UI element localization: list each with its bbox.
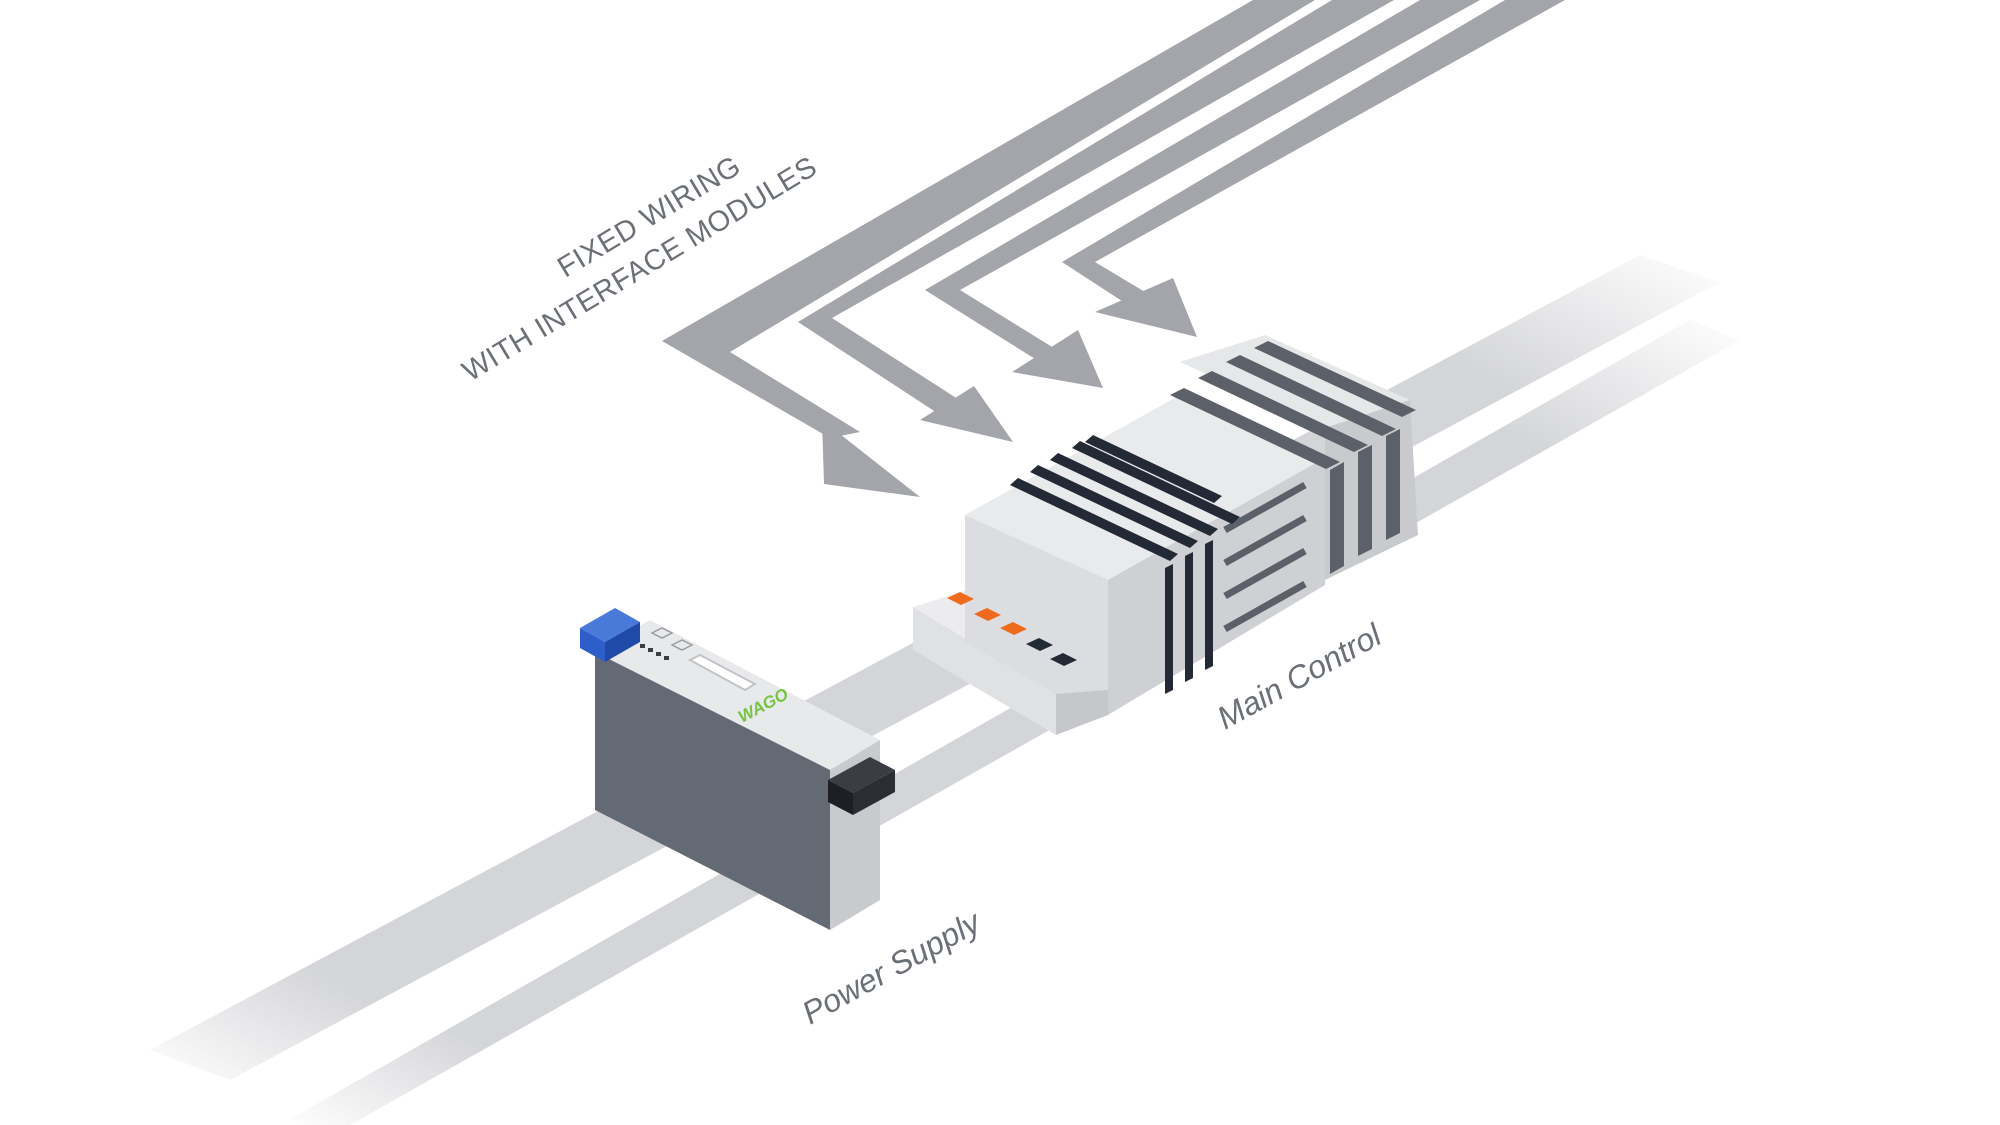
stripe	[1386, 429, 1400, 540]
stripe	[1085, 435, 1222, 503]
stripe	[1050, 453, 1218, 536]
stripe	[1198, 371, 1368, 452]
connector-icon	[828, 757, 895, 815]
module-body-side	[1108, 458, 1325, 715]
stripe	[1165, 564, 1173, 694]
button-icon	[670, 639, 694, 651]
module-stripes-front	[1010, 435, 1240, 694]
stripe	[1254, 341, 1416, 417]
fixed-wiring	[662, 0, 1565, 497]
arrow-icon	[920, 386, 1013, 442]
led-icon	[1000, 622, 1027, 635]
stripe	[1072, 441, 1240, 524]
stripe	[1205, 540, 1213, 670]
stripe	[1226, 355, 1396, 436]
psu-status-leds	[640, 644, 669, 660]
connector-icon	[580, 608, 640, 662]
wiring-label: FIXED WIRING WITH INTERFACE MODULES	[457, 150, 823, 388]
module-body-top	[965, 395, 1325, 580]
button-icon	[650, 627, 674, 639]
main-control-module	[913, 335, 1418, 735]
stripe	[1185, 552, 1193, 682]
module-stripes-back	[1170, 341, 1416, 574]
stripe	[1030, 465, 1198, 548]
psu-display	[687, 653, 758, 692]
stripe	[1010, 478, 1178, 561]
din-rail	[150, 255, 1740, 1125]
wire-4	[1062, 0, 1565, 318]
arrow-icon	[1095, 278, 1197, 337]
power-supply-module: WAGO	[580, 608, 895, 930]
module-step-front	[913, 607, 1056, 735]
led-icon	[974, 608, 1001, 621]
stripe	[1330, 462, 1344, 574]
wiring-label-line2: WITH INTERFACE MODULES	[457, 151, 823, 388]
module-leds	[947, 592, 1077, 666]
stripe	[1358, 445, 1372, 556]
led-icon	[1026, 638, 1053, 651]
module-vents	[1223, 481, 1307, 633]
stripe	[1170, 388, 1340, 469]
module-base-side	[1056, 690, 1108, 735]
psu-front	[595, 652, 830, 930]
led-icon	[1050, 653, 1077, 666]
module-body-front	[965, 515, 1108, 694]
led-icon	[947, 592, 974, 605]
arrow-icon	[822, 420, 920, 497]
arrow-icon	[1012, 330, 1103, 388]
